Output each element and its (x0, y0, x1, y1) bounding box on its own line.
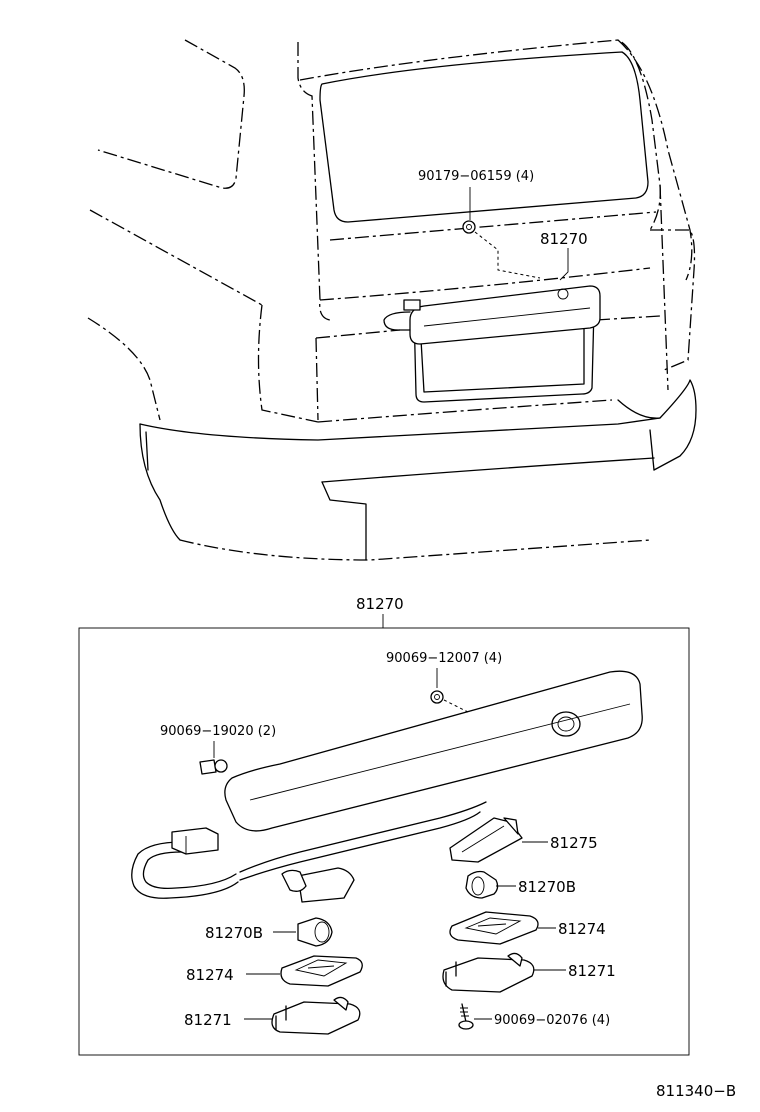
callout-gasket-right: 81274 (558, 920, 606, 938)
callout-bulb-left: 81270B (205, 924, 263, 942)
nut-icon (430, 690, 444, 704)
clip-icon (199, 759, 228, 775)
vehicle-rear-illustration (87, 39, 697, 561)
callout-housing-right: 81271 (568, 962, 616, 980)
callout-nut: 90069−12007 (4) (386, 651, 502, 666)
callout-top-nut: 90179−06159 (4) (418, 169, 534, 184)
callout-top-assembly: 81270 (540, 230, 588, 248)
housing-left (271, 996, 361, 1035)
callout-lens-right: 81275 (550, 834, 598, 852)
wire-harness (131, 801, 487, 899)
gasket-left (280, 955, 363, 987)
bulb-right-icon (465, 870, 499, 899)
housing-right (442, 952, 535, 993)
figure-code: 811340−B (656, 1082, 736, 1100)
callout-gasket-left: 81274 (186, 966, 234, 984)
screw-icon (458, 1003, 474, 1030)
bulb-left-icon (297, 917, 333, 947)
gasket-right (449, 911, 539, 945)
callout-housing-left: 81271 (184, 1011, 232, 1029)
callout-clip: 90069−19020 (2) (160, 724, 276, 739)
lamp-bar (224, 670, 643, 832)
assembly-box (78, 627, 690, 1056)
left-socket (281, 867, 355, 903)
lens-right (449, 817, 523, 863)
callout-screw: 90069−02076 (4) (494, 1013, 610, 1028)
callout-bulb-right: 81270B (518, 878, 576, 896)
callout-box-title: 81270 (356, 595, 404, 613)
